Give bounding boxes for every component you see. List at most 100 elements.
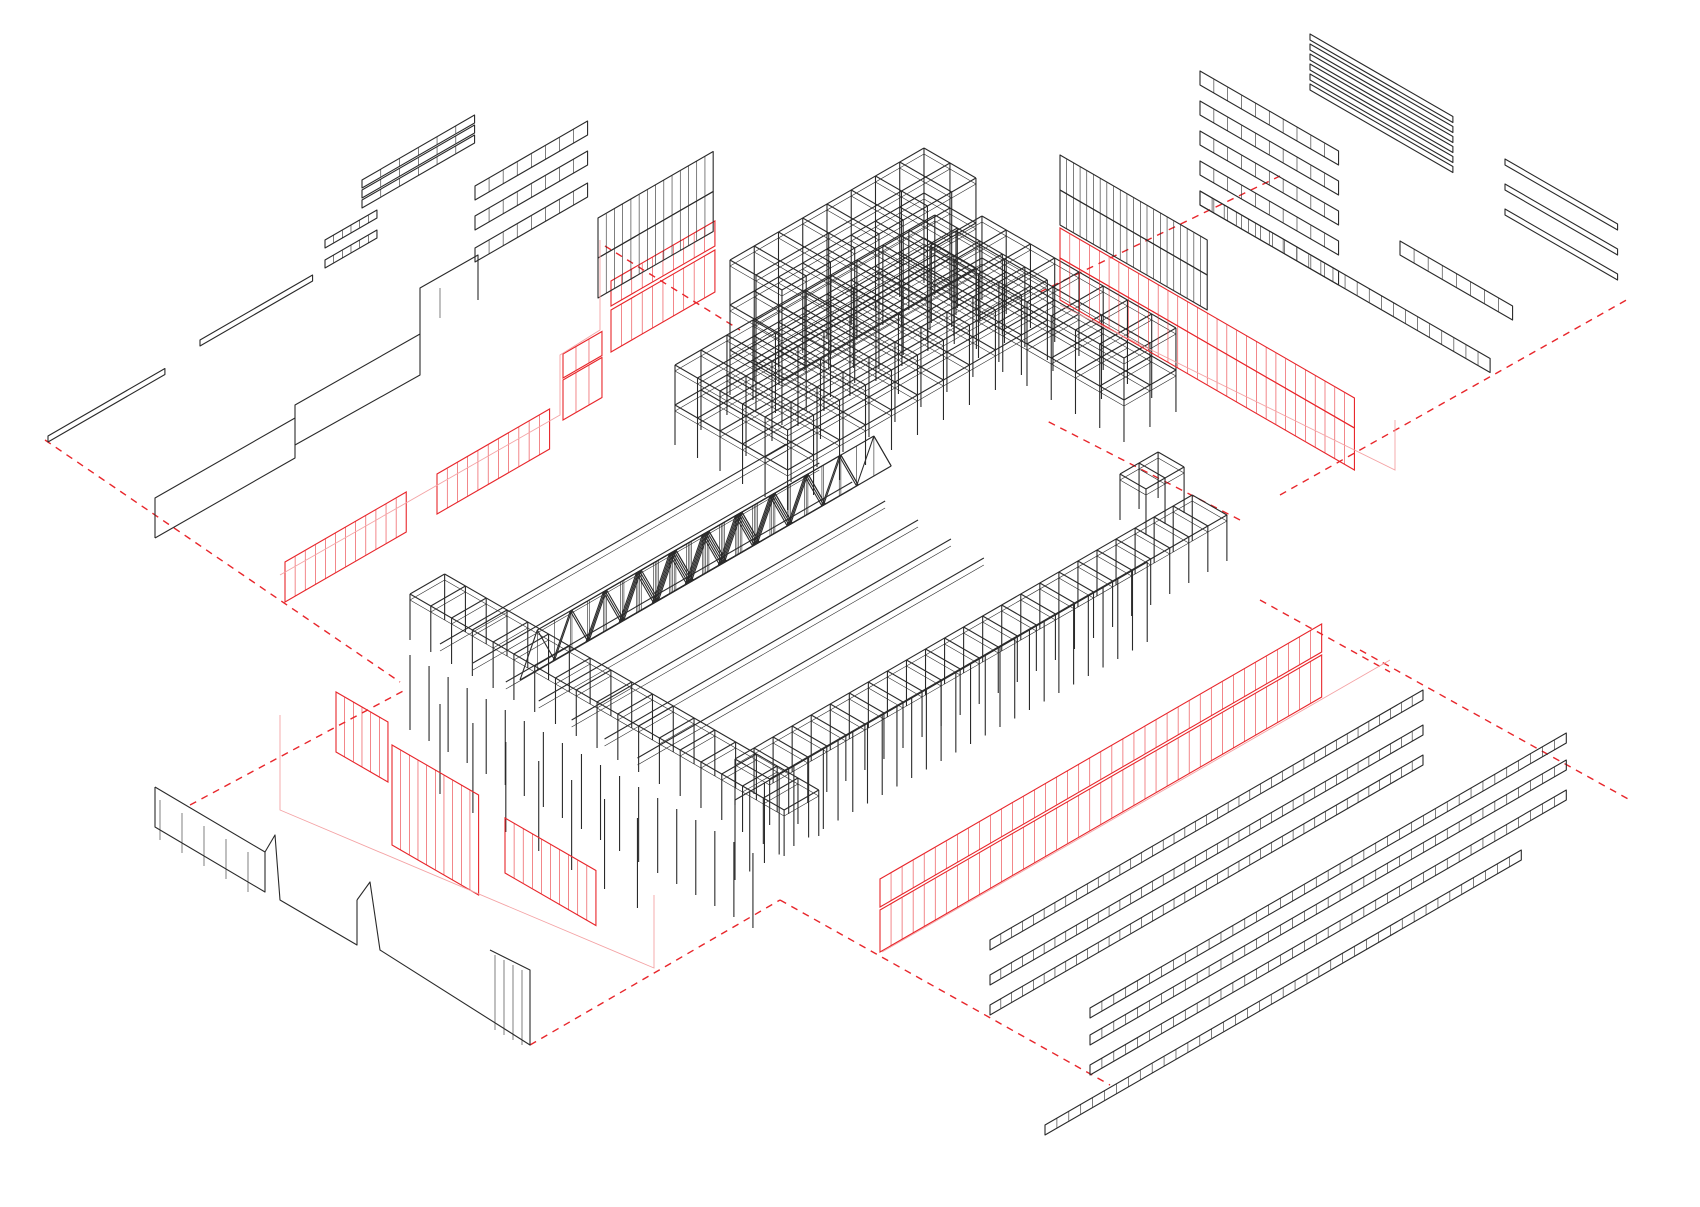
frame-southwest-bay-beam-b-under [492,627,528,649]
frame-southeast-bay-beam-a [868,681,904,703]
frame-southeast-bay-beam-a-under [982,621,1018,643]
bay-beam-bottom [538,507,886,709]
truss-web [654,551,674,603]
frame-ne-block-l2-beam-b [1123,327,1177,359]
frame-southeast-bay-beam-a-under [1058,577,1094,599]
frame-sw-columns [409,655,754,928]
roof-beam-northeast-top-5-outline [1309,83,1454,174]
frame-ne-block-l1-beam-b [1099,355,1152,387]
truss-web [588,589,608,641]
roof-beam-northeast-right-0 [1504,158,1619,231]
facade-northwest-upper-b-outline [597,150,714,259]
projection-line-s [529,899,781,1046]
roof-beam-southeast-b-2-outline [1089,789,1567,1076]
frame-tower-l2-beam-b-under [729,198,925,312]
frame-ne-block-l2-beam-b [929,215,983,247]
frame-southeast-bay-beam-a-under [1096,555,1132,577]
roof-beam-southeast-b-0-outline [1089,732,1567,1019]
truss-web [687,532,707,584]
roof-truss [717,435,892,567]
frame-mid-block-upper-beam-b-under [674,220,935,372]
frame-tower-l1-beam-b-under [729,243,925,357]
frame-southeast-bay [734,494,1228,825]
frame-southwest-bay-beam-b [679,729,716,751]
truss-web [554,609,573,661]
roof-beam-northeast-top-5 [1309,83,1454,174]
frame-southeast-bay-beam-a [1134,527,1171,549]
projection-line-ne-mid [1044,419,1241,521]
bay-beam-top [472,462,820,664]
wall-northwest-seg1 [154,417,296,539]
facade-northeast-upper-b [1059,154,1208,276]
frame-southeast-bay-beam-a [1115,538,1151,560]
frame-mid-block-upper-beam-a-under [674,370,788,437]
frame-east-corner-beam-a-under [1119,479,1147,496]
roof-beam-northeast-right-1-outline [1504,183,1619,256]
projection-line-ne-right [1279,297,1631,496]
bay-beam-bottom [604,545,952,747]
roof-panel-northeast-0-outline [1199,70,1340,166]
frame-tower-l3-beam-b [729,147,925,261]
facade-northwest-seg1 [284,491,407,603]
frame-tower-l1-beam-b-under [781,273,977,387]
truss-web [772,493,792,525]
frame-southwest-bay-beam-b-under [576,675,612,697]
truss-web [840,454,859,486]
rail-northwest-a [199,274,314,347]
roof-beam-northeast-top-2 [1309,53,1454,144]
frame-tower-l3-beam-b [781,177,977,291]
frame-southwest-bay-beam-b-under [680,735,715,757]
truss-end-diagonal [618,572,637,624]
frame-mid-block-lower-beam-a [700,389,814,456]
frame-southeast-bay-beam-a [810,714,847,736]
frame-ne-block-l2 [929,215,1177,400]
frame-southeast-bay-beam-a-under [1020,599,1056,621]
truss-web [724,511,743,563]
truss-web [752,495,771,547]
truss-web [656,550,675,602]
truss-web [569,610,589,642]
truss-web [720,513,740,565]
frame-ne-block-l1-beam-b-under [1051,333,1104,365]
roof-beam-southeast-b-0 [1089,732,1567,1019]
truss-web [821,455,840,507]
bay-beam-bottom [571,526,919,728]
frame-southwest-bay-beam-b-under [451,603,487,625]
rail-northwest-b-outline [47,367,166,443]
facade-southwest-c [504,817,597,927]
facade-northwest-upper-b [597,150,714,259]
frame-southwest-bay-beam-b [430,585,466,607]
frame-tower-l3-beam-b-under [729,153,925,267]
truss-web [653,552,672,604]
facade-southeast-upper-outline [879,623,1323,908]
roof-beam-northwest-3 [324,209,378,249]
bay-beam-top [637,557,985,759]
frame-mid-block-lower-beam-a [674,404,788,471]
frame-southwest-bay-beam-b [617,693,653,715]
truss-web [703,533,722,565]
frame-ne-block-l2-beam-b [1026,271,1080,303]
roof-panel-northeast-2 [1199,130,1340,226]
frame-southeast-bay-beam-a [849,692,885,714]
wall-southwest-seg2 [264,834,358,946]
roof-panel-northeast-3-outline [1199,160,1340,256]
truss-web [620,571,639,623]
frame-ne-block-l2-beam-b [978,243,1031,275]
frame-southeast-bay-beam-a [1001,604,1037,626]
roof-beam-southeast-a-2 [989,754,1424,1016]
roof-beam-southeast-a-2-outline [989,754,1424,1016]
frame-mid-block-upper-beam-a-under [804,295,918,362]
frame-southeast-bay-beam-a-under [792,731,827,753]
truss-end-diagonal [519,629,538,681]
facade-northwest-seg5 [610,249,716,353]
frame-southeast-bay-beam-b [769,514,1228,780]
roof-truss [519,549,694,681]
facade-northwest-seg6-outline [610,220,716,307]
facade-southeast-ghost [881,659,1391,953]
frame-tower-l2 [729,192,977,380]
bay-beam-bottom [472,469,820,671]
frame-southwest-bay-beam-b [409,573,445,595]
facade-southeast-upper [879,623,1323,908]
frame-southwest-bay-beam-b [575,669,612,691]
